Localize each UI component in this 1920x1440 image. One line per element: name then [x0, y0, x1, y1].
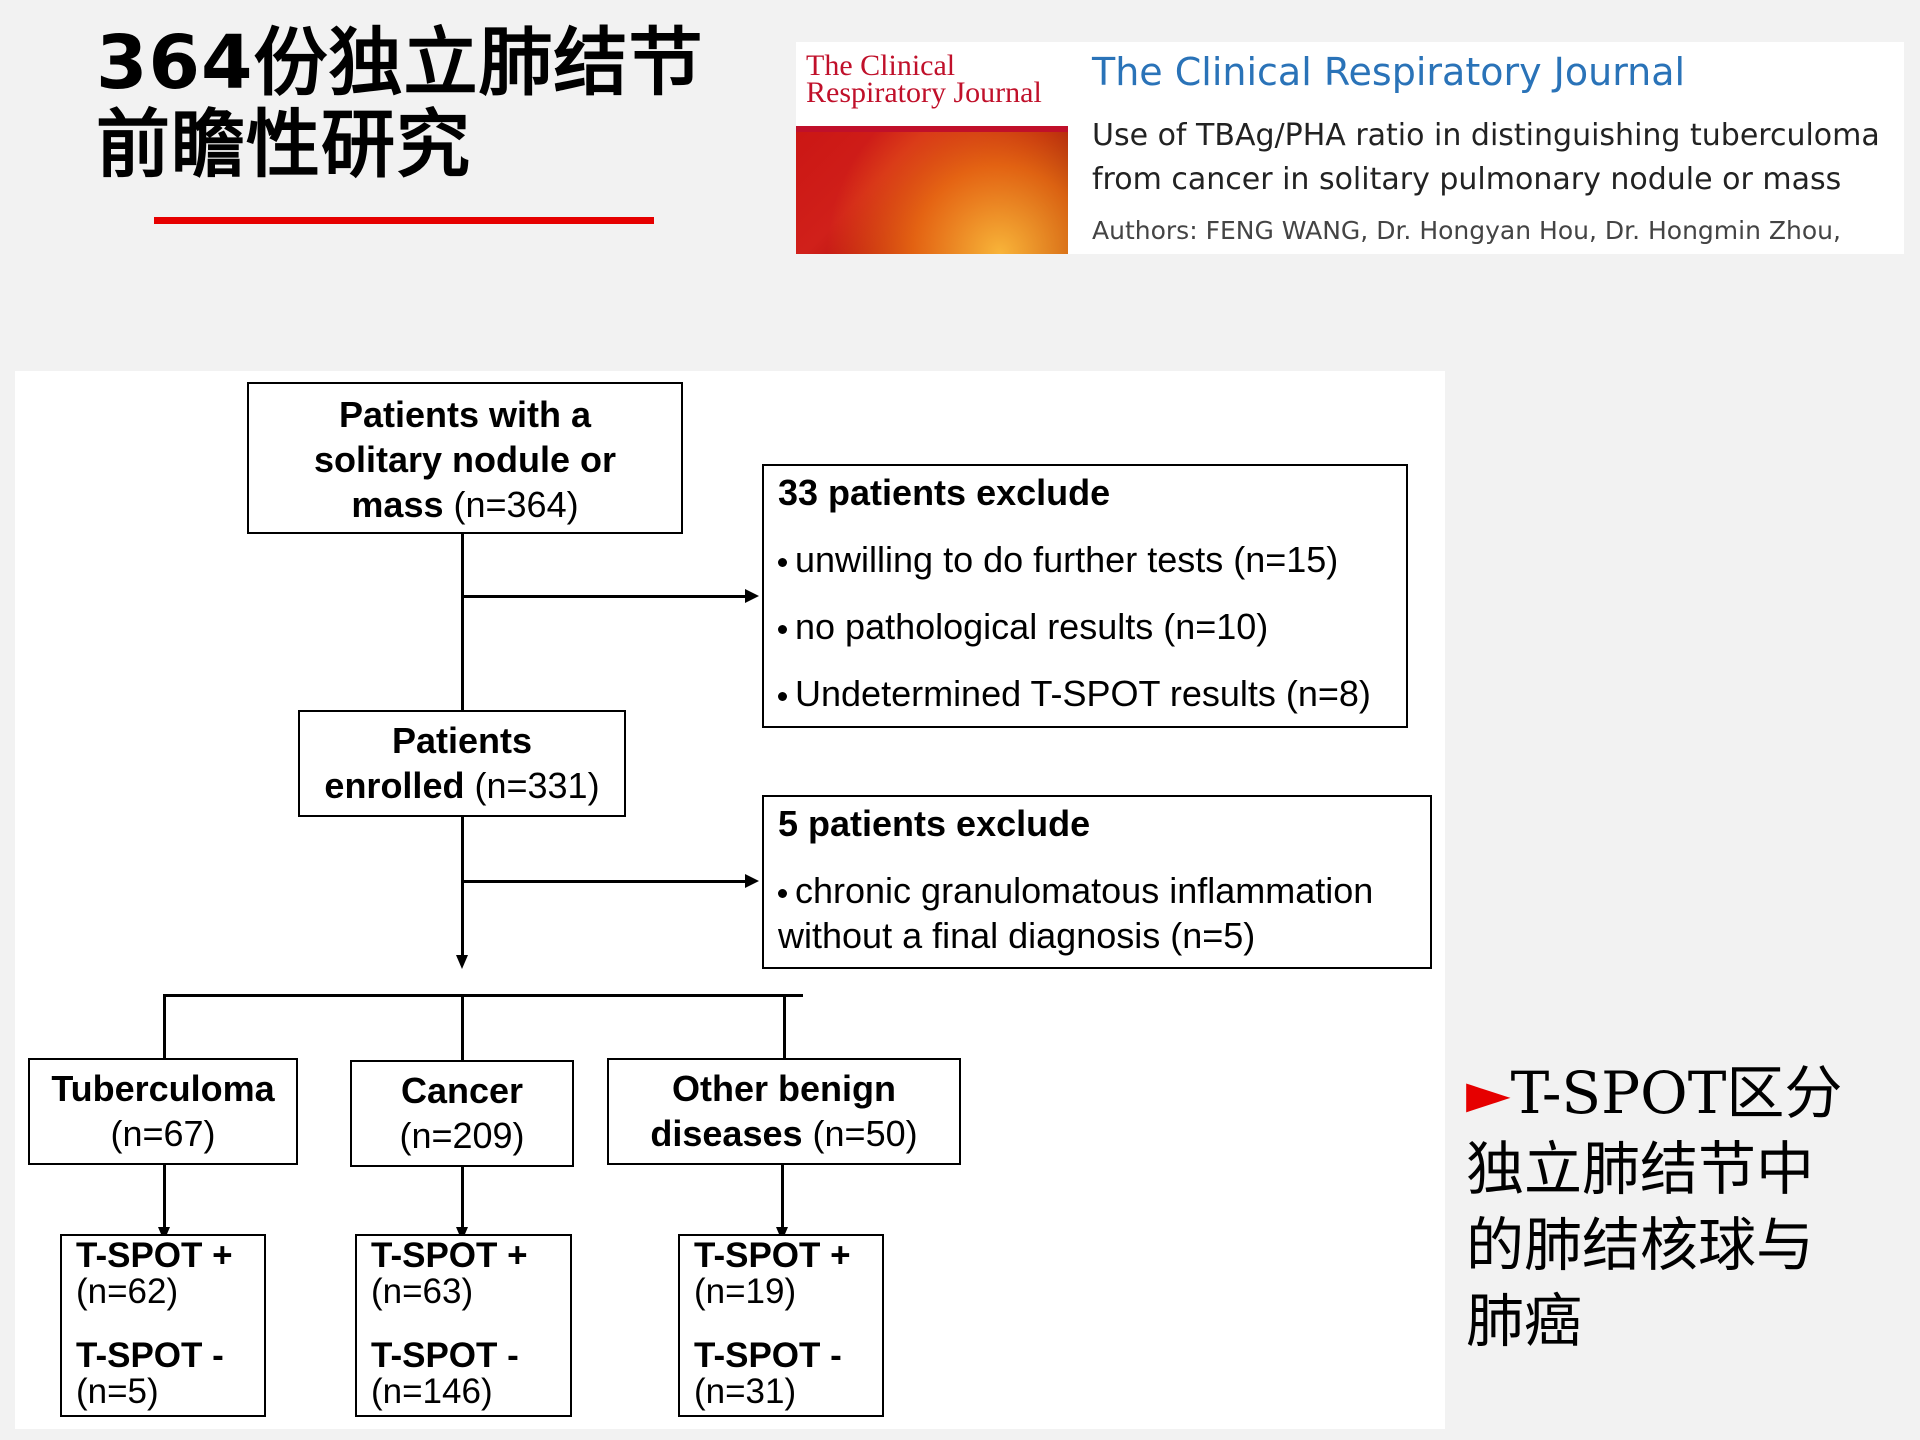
exclude2-box: 5 patients exclude chronic granulomatous…	[762, 795, 1432, 969]
tspot-pos-label: T-SPOT +	[694, 1236, 851, 1275]
other-benign-box: Other benign diseases (n=50)	[607, 1058, 961, 1165]
branch-horizontal	[163, 994, 803, 997]
start-box: Patients with a solitary nodule or mass …	[247, 382, 683, 534]
triangle-marker-icon: ►	[1466, 1059, 1511, 1127]
article-title-line1: Use of TBAg/PHA ratio in distinguishing …	[1092, 118, 1880, 153]
tspot-pos-label: T-SPOT +	[371, 1236, 528, 1275]
article-title: Use of TBAg/PHA ratio in distinguishing …	[1092, 114, 1892, 202]
group-name-line1: Other benign	[672, 1068, 896, 1109]
bullet-icon	[778, 888, 787, 898]
tuberculoma-box: Tuberculoma (n=67)	[28, 1058, 298, 1165]
tspot-neg-count: (n=146)	[371, 1372, 493, 1411]
cancer-tspot-box: T-SPOT + (n=63) T-SPOT - (n=146)	[355, 1234, 572, 1417]
flowchart-panel: Patients with a solitary nodule or mass …	[15, 371, 1445, 1429]
exclude2-line1: chronic granulomatous inflammation	[795, 870, 1374, 911]
start-line2: solitary nodule or	[313, 439, 617, 480]
enrolled-count: (n=331)	[474, 765, 600, 806]
conclusion-text: ►T-SPOT区分 独立肺结节中 的肺结核球与 肺癌	[1466, 1055, 1906, 1359]
group-name: Cancer	[400, 1070, 524, 1111]
connector-cancer-tspot	[456, 1167, 468, 1241]
start-line3: mass	[351, 484, 444, 525]
group-count: (n=209)	[399, 1115, 525, 1156]
bullet-icon	[778, 691, 787, 701]
connector-tuberculoma-tspot	[158, 1165, 170, 1241]
slide-title-line2: 前瞻性研究	[96, 102, 471, 188]
conclusion-line4: 肺癌	[1466, 1287, 1583, 1355]
journal-cover-title: The Clinical Respiratory Journal	[806, 49, 1042, 109]
branch-to-tuberculoma	[163, 994, 166, 1058]
bullet-icon	[778, 624, 787, 634]
tspot-neg-label: T-SPOT -	[76, 1336, 224, 1375]
article-authors: Authors: FENG WANG, Dr. Hongyan Hou, Dr.…	[1092, 216, 1841, 245]
cancer-box: Cancer (n=209)	[350, 1060, 574, 1167]
tspot-pos-count: (n=63)	[371, 1272, 474, 1311]
start-count: (n=364)	[453, 484, 579, 525]
connector-other-tspot	[776, 1165, 788, 1241]
slide-title-line1: 364份独立肺结节	[96, 20, 704, 106]
exclude2-line2: without a final diagnosis (n=5)	[778, 915, 1256, 956]
tspot-pos-count: (n=19)	[694, 1272, 797, 1311]
exclude1-item: Undetermined T-SPOT results (n=8)	[795, 673, 1371, 714]
bullet-icon	[778, 557, 787, 567]
tspot-pos-count: (n=62)	[76, 1272, 179, 1311]
exclude1-item: unwilling to do further tests (n=15)	[795, 539, 1339, 580]
tspot-neg-count: (n=5)	[76, 1372, 159, 1411]
exclude1-box: 33 patients exclude unwilling to do furt…	[762, 464, 1408, 728]
authors-label: Authors:	[1092, 216, 1198, 245]
title-underline	[154, 217, 654, 224]
enrolled-line2: enrolled	[324, 765, 465, 806]
exclude2-heading: 5 patients exclude	[778, 803, 1091, 844]
tspot-neg-label: T-SPOT -	[371, 1336, 519, 1375]
conclusion-line3: 的肺结核球与	[1466, 1211, 1815, 1279]
branch-to-other	[783, 994, 786, 1058]
journal-name: The Clinical Respiratory Journal	[1092, 50, 1686, 94]
other-benign-tspot-box: T-SPOT + (n=19) T-SPOT - (n=31)	[678, 1234, 884, 1417]
journal-banner: The Clinical Respiratory Journal The Cli…	[796, 42, 1904, 254]
connector-enrolled-to-groups	[456, 817, 468, 969]
journal-cover-image: The Clinical Respiratory Journal	[796, 46, 1068, 254]
article-title-line2: from cancer in solitary pulmonary nodule…	[1092, 162, 1842, 197]
conclusion-line1: T-SPOT区分	[1510, 1059, 1843, 1127]
tspot-neg-count: (n=31)	[694, 1372, 797, 1411]
group-count: (n=50)	[812, 1113, 918, 1154]
group-name: Tuberculoma	[51, 1068, 275, 1109]
conclusion-line2: 独立肺结节中	[1466, 1135, 1815, 1203]
group-name-line2: diseases	[650, 1113, 803, 1154]
journal-cover-bar	[796, 126, 1068, 132]
tspot-pos-label: T-SPOT +	[76, 1236, 233, 1275]
tspot-neg-label: T-SPOT -	[694, 1336, 842, 1375]
exclude1-heading: 33 patients exclude	[778, 472, 1111, 513]
journal-cover-header	[796, 46, 1068, 130]
tuberculoma-tspot-box: T-SPOT + (n=62) T-SPOT - (n=5)	[60, 1234, 266, 1417]
enrolled-box: Patients enrolled (n=331)	[298, 710, 626, 817]
group-count: (n=67)	[110, 1113, 216, 1154]
authors-names: FENG WANG, Dr. Hongyan Hou, Dr. Hongmin …	[1205, 216, 1841, 245]
enrolled-line1: Patients	[391, 720, 533, 761]
exclude1-item: no pathological results (n=10)	[795, 606, 1269, 647]
connector-to-exclude2	[462, 874, 759, 888]
connector-to-exclude1	[462, 589, 759, 603]
branch-to-cancer	[461, 994, 464, 1060]
start-line1: Patients with a	[338, 394, 592, 435]
slide-title: 364份独立肺结节 前瞻性研究	[96, 22, 703, 186]
